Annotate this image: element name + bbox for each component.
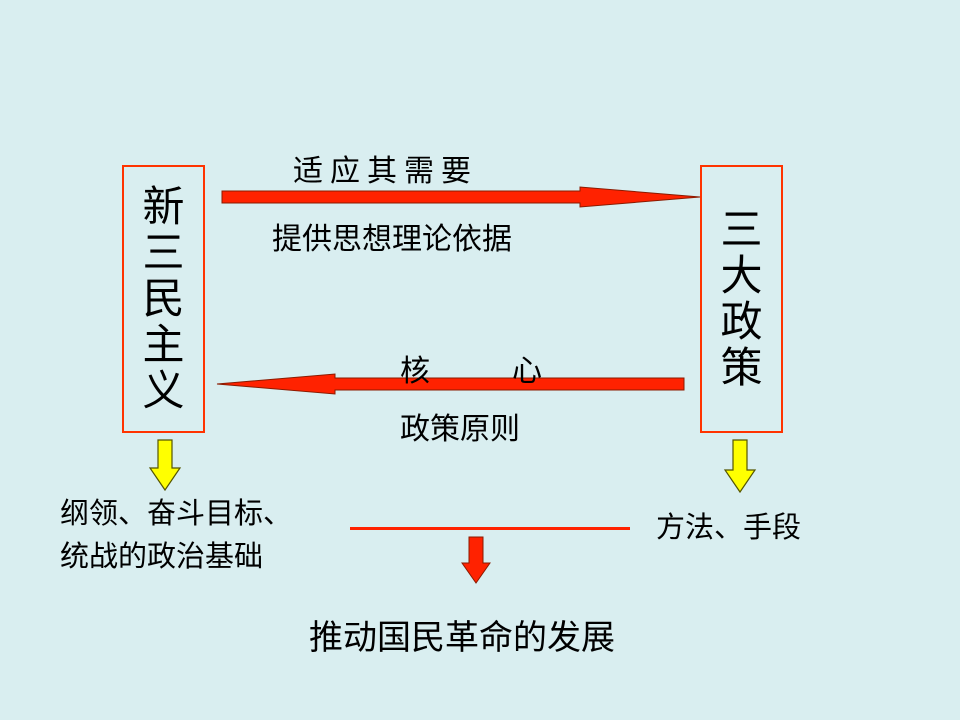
box-char: 主 [142,320,185,369]
program-goals-line2: 统战的政治基础 [60,539,264,573]
theoretical-basis-label: 提供思想理论依据 [272,222,512,257]
box-char: 三 [142,228,185,277]
core-label-part2: 心 [512,354,542,389]
box-char: 策 [720,343,763,392]
box-char: 三 [720,205,763,254]
policy-principle-label: 政策原则 [400,412,520,447]
three-major-policies-box: 三 大 政 策 [700,165,783,433]
box-char: 民 [142,274,185,323]
program-goals-line1: 纲领、奋斗目标、 [60,496,293,530]
down-arrow-yellow-left [148,439,182,492]
connector-line [350,527,630,530]
conclusion-label: 推动国民革命的发展 [309,618,615,658]
box-char: 政 [720,297,763,346]
core-label-part1: 核 [400,354,430,389]
down-arrow-yellow-right [723,439,757,494]
methods-means-label: 方法、手段 [656,510,802,544]
adapt-needs-label: 适应其需要 [293,154,478,189]
right-arrow [221,186,701,208]
down-arrow-red [461,536,491,584]
new-three-principles-box: 新 三 民 主 义 [122,165,205,433]
left-arrow [216,373,685,395]
box-char: 义 [142,366,185,415]
box-char: 大 [720,251,763,300]
box-char: 新 [142,182,185,231]
